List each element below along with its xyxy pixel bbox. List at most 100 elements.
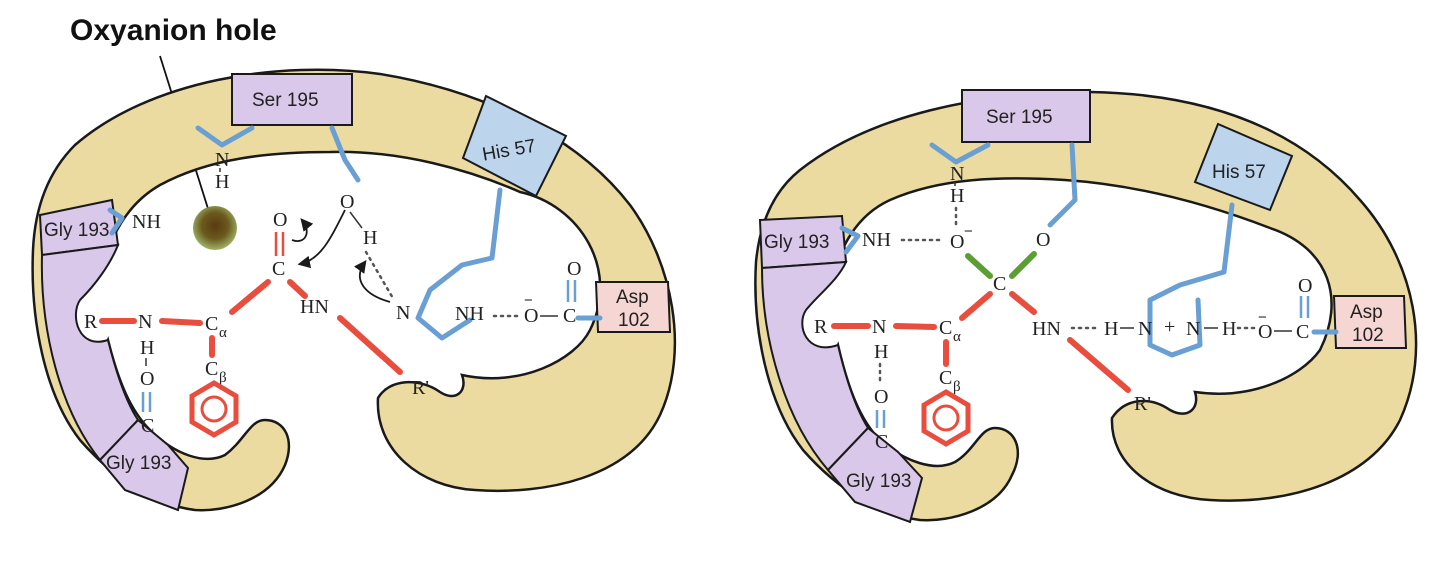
right-c-alpha: C: [939, 317, 952, 339]
left-gly-nh: NH: [132, 211, 161, 233]
right-asp-minus: −: [1258, 309, 1267, 326]
right-ser195-label: Ser 195: [986, 107, 1053, 128]
right-ser-o: O: [1036, 229, 1050, 251]
right-his-plus: +: [1164, 316, 1175, 338]
right-gly193-bottom-label: Gly 193: [846, 471, 911, 492]
left-ser-n: N: [215, 149, 229, 171]
left-arrow-o-to-c: [297, 209, 346, 269]
left-panel: Ser 195 His 57 Asp 102 Gly 193 Gly 193 N…: [31, 68, 677, 512]
left-arrow-c-to-o: [291, 218, 314, 242]
right-ser-box: [961, 89, 1091, 143]
left-gly-strip: [40, 243, 140, 462]
right-asp-o: O: [1258, 321, 1272, 343]
left-c-calpha-bond: [229, 279, 271, 315]
right-h-under-n: H: [874, 341, 888, 363]
left-his-box: [461, 94, 568, 198]
right-tetra-c: C: [993, 273, 1006, 295]
oxyanion-hole-dot: [193, 206, 237, 250]
right-beta-sub: β: [953, 379, 961, 395]
left-gly-bottom-box: [98, 418, 190, 512]
left-asp-num: 102: [618, 310, 650, 331]
left-ser195-label: Ser 195: [252, 90, 319, 111]
right-his-h1: H: [1104, 318, 1118, 340]
right-his-n2: N: [1186, 318, 1200, 340]
left-c-alpha: C: [205, 313, 218, 335]
right-asp-c: C: [1296, 321, 1309, 343]
left-hn-rprime-bond: [337, 315, 403, 375]
left-alpha-sub: α: [219, 325, 227, 341]
left-r: R: [84, 311, 98, 333]
right-ser-backbone-chain: [929, 142, 991, 165]
right-n: N: [872, 316, 886, 338]
left-asp-o: O: [524, 305, 538, 327]
left-lower-o: O: [140, 368, 154, 390]
left-beta-sub: β: [219, 370, 227, 386]
left-asp-minus: −: [524, 292, 533, 309]
right-c-calpha-bond: [959, 291, 993, 321]
left-ser-h: H: [215, 171, 229, 193]
right-c-hn-bond: [1009, 291, 1037, 315]
right-oxyanion-minus: −: [964, 223, 973, 240]
left-oh-bond: [349, 211, 363, 229]
right-panel: Ser 195 His 57 Asp 102 Gly 193 Gly 193 N…: [754, 89, 1418, 524]
left-lower-c: C: [141, 415, 154, 437]
left-his-nh: NH: [455, 303, 484, 325]
right-r: R: [814, 316, 828, 338]
right-asp-label: Asp: [1350, 302, 1383, 323]
right-oxyanion-o: O: [950, 231, 964, 253]
right-n-calpha-bond: [893, 323, 937, 330]
right-gly-nh: NH: [862, 229, 891, 251]
left-phenyl-inner: [200, 395, 228, 423]
right-c-oxyanion-bond: [965, 253, 993, 279]
left-asp-box: [594, 281, 672, 333]
left-asp-o-top: O: [567, 258, 581, 280]
left-n: N: [138, 311, 152, 333]
left-carbonyl-c: C: [272, 258, 285, 280]
left-ser-box: [231, 73, 353, 126]
left-h-under-n: H: [140, 337, 154, 359]
right-ser-sidechain: [1047, 142, 1078, 228]
right-ser-n: N: [950, 163, 964, 185]
left-c-hn-bond: [287, 279, 308, 299]
left-phenyl-ring: [189, 380, 239, 438]
right-phenyl-ring: [921, 389, 971, 447]
right-his-box: [1193, 122, 1294, 212]
right-phenyl-inner: [932, 404, 960, 432]
left-gly193-bottom-label: Gly 193: [106, 453, 171, 474]
right-lower-c: C: [875, 431, 888, 453]
right-ser-h: H: [950, 185, 964, 207]
left-asp-c: C: [563, 305, 576, 327]
right-c-beta: C: [939, 367, 952, 389]
left-gly193-top-label: Gly 193: [44, 220, 109, 241]
right-c-sero-bond: [1009, 251, 1037, 279]
right-his-h2: H: [1222, 318, 1236, 340]
right-lower-o: O: [874, 386, 888, 408]
right-alpha-sub: α: [953, 329, 961, 345]
left-his-n: N: [396, 302, 410, 324]
right-gly193-top-label: Gly 193: [764, 232, 829, 253]
right-hn-rprime-bond: [1067, 337, 1131, 393]
left-arrow-n-to-h: [353, 259, 391, 303]
left-c-beta: C: [205, 358, 218, 380]
right-r-prime: R': [1134, 393, 1151, 415]
right-his57-label: His 57: [1212, 162, 1266, 183]
left-r-prime: R': [412, 377, 429, 399]
left-hn: HN: [300, 296, 329, 318]
right-asp-num: 102: [1352, 325, 1384, 346]
right-gly-bottom-box: [826, 426, 924, 524]
right-asp-o-top: O: [1298, 275, 1312, 297]
left-his-chain: [415, 187, 503, 341]
right-gly-strip: [760, 260, 870, 472]
right-his-chain: [1147, 202, 1235, 358]
right-gly-nh-bond: [839, 225, 861, 255]
left-ser-o: O: [340, 191, 354, 213]
right-hn: HN: [1032, 318, 1061, 340]
left-ser-oh-h: H: [363, 227, 377, 249]
left-asp-label: Asp: [616, 287, 649, 308]
left-ser-sidechain: [329, 125, 361, 183]
oxyanion-hole-title: Oxyanion hole: [70, 14, 277, 47]
right-his-n1: N: [1138, 318, 1152, 340]
left-gly-nh-bond: [107, 207, 125, 236]
left-ser-backbone-chain: [195, 125, 255, 148]
